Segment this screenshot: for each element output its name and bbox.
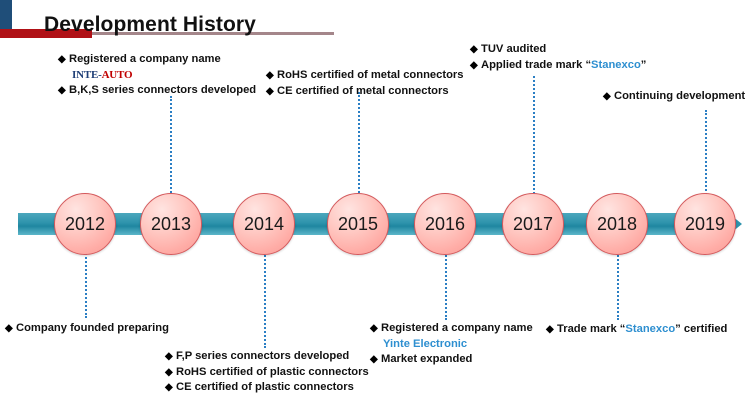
timeline-node-2015[interactable]: 2015 [327, 193, 389, 255]
annotation-line-brand: Yinte Electronic [370, 337, 533, 353]
annotation-line: ◆Registered a company name [370, 321, 533, 337]
diamond-bullet-icon: ◆ [546, 324, 554, 335]
annotation-text-suffix: ” [640, 58, 647, 71]
annotation-2014-below: ◆F,P series connectors developed ◆RoHS c… [165, 349, 369, 396]
annotation-text: TUV audited [481, 43, 547, 55]
year-label: 2012 [64, 214, 106, 234]
diamond-bullet-icon: ◆ [266, 70, 274, 81]
annotation-2012-below: ◆Company founded preparing [5, 321, 169, 337]
diamond-bullet-icon: ◆ [165, 366, 173, 378]
timeline-node-2013[interactable]: 2013 [140, 193, 202, 255]
diamond-bullet-icon: ◆ [603, 91, 611, 102]
annotation-text: Registered a company name [69, 53, 221, 65]
annotation-text: Continuing development [614, 90, 746, 102]
diamond-bullet-icon: ◆ [266, 85, 274, 97]
header-underline-rule [92, 32, 334, 35]
annotation-2019-above: ◆Continuing development [603, 89, 745, 105]
annotation-line: ◆Continuing development [603, 89, 745, 105]
connector-2014 [264, 248, 266, 348]
annotation-line: ◆TUV audited [470, 42, 646, 58]
connector-2013 [170, 96, 172, 196]
connector-2015 [358, 92, 360, 196]
timeline-node-2019[interactable]: 2019 [674, 193, 736, 255]
year-label: 2014 [243, 214, 285, 234]
annotation-line: ◆Applied trade mark “Stanexco” [470, 58, 646, 74]
annotation-2015-above: ◆RoHS certified of metal connectors ◆CE … [266, 68, 464, 99]
annotation-line: ◆Company founded preparing [5, 321, 169, 337]
timeline-node-2018[interactable]: 2018 [586, 193, 648, 255]
timeline-node-2017[interactable]: 2017 [502, 193, 564, 255]
annotation-text: F,P series connectors developed [176, 350, 350, 362]
annotation-line: ◆CE certified of metal connectors [266, 84, 464, 100]
annotation-line: ◆Trade mark “Stanexco” certified [546, 322, 727, 338]
diamond-bullet-icon: ◆ [470, 44, 478, 55]
diamond-bullet-icon: ◆ [165, 382, 173, 393]
diamond-bullet-icon: ◆ [370, 323, 378, 334]
header-blue-accent-bar [0, 0, 12, 29]
annotation-text: Registered a company name [381, 322, 533, 334]
year-label: 2013 [150, 214, 192, 234]
year-label: 2015 [337, 214, 379, 234]
timeline-node-2016[interactable]: 2016 [414, 193, 476, 255]
annotation-2016-below: ◆Registered a company name Yinte Electro… [370, 321, 533, 368]
annotation-text-suffix: ” certified [675, 323, 728, 335]
annotation-line: ◆RoHS certified of plastic connectors [165, 365, 369, 381]
annotation-text: B,K,S series connectors developed [69, 84, 257, 96]
annotation-text: CE certified of plastic connectors [176, 381, 354, 393]
annotation-line: ◆Market expanded [370, 352, 533, 368]
diamond-bullet-icon: ◆ [58, 85, 66, 96]
annotation-text: RoHS certified of plastic connectors [176, 365, 369, 378]
annotation-text: RoHS certified of metal connectors [277, 69, 464, 81]
diamond-bullet-icon: ◆ [5, 323, 13, 334]
connector-2012 [85, 246, 87, 318]
timeline-node-2014[interactable]: 2014 [233, 193, 295, 255]
annotation-text-prefix: Trade mark “ [557, 323, 626, 335]
diamond-bullet-icon: ◆ [370, 354, 378, 365]
brand-name: Stanexco [591, 58, 641, 71]
timeline-node-2012[interactable]: 2012 [54, 193, 116, 255]
page-title: Development History [44, 13, 256, 36]
inte-auto-logo: INTE-AUTO [72, 68, 133, 84]
year-label: 2019 [684, 214, 726, 234]
connector-2017 [533, 76, 535, 198]
connector-2019 [705, 110, 707, 198]
annotation-2013-above: ◆Registered a company name INTE-AUTO ◆B,… [58, 52, 256, 99]
annotation-text: Company founded preparing [16, 322, 169, 334]
diamond-bullet-icon: ◆ [58, 54, 66, 65]
annotation-line: ◆CE certified of plastic connectors [165, 380, 369, 396]
connector-2018 [617, 248, 619, 320]
annotation-line-logo: INTE-AUTO [58, 68, 256, 84]
annotation-text: Market expanded [381, 353, 473, 365]
annotation-line: ◆F,P series connectors developed [165, 349, 369, 365]
annotation-line: ◆Registered a company name [58, 52, 256, 68]
brand-name: Yinte Electronic [383, 337, 468, 350]
annotation-2018-below: ◆Trade mark “Stanexco” certified [546, 322, 727, 338]
annotation-2017-above: ◆TUV audited ◆Applied trade mark “Stanex… [470, 42, 646, 73]
diamond-bullet-icon: ◆ [165, 351, 173, 362]
annotation-line: ◆RoHS certified of metal connectors [266, 68, 464, 84]
annotation-line: ◆B,K,S series connectors developed [58, 83, 256, 99]
year-label: 2017 [512, 214, 554, 234]
annotation-text: CE certified of metal connectors [277, 84, 449, 97]
year-label: 2016 [424, 214, 466, 234]
brand-name: Stanexco [625, 323, 676, 335]
connector-2016 [445, 248, 447, 320]
diamond-bullet-icon: ◆ [470, 59, 478, 71]
logo-part-auto: AUTO [101, 68, 133, 81]
logo-part-inte: INTE- [72, 68, 102, 81]
year-label: 2018 [596, 214, 638, 234]
annotation-text-prefix: Applied trade mark “ [481, 58, 592, 71]
header-red-accent-bar [0, 29, 92, 38]
